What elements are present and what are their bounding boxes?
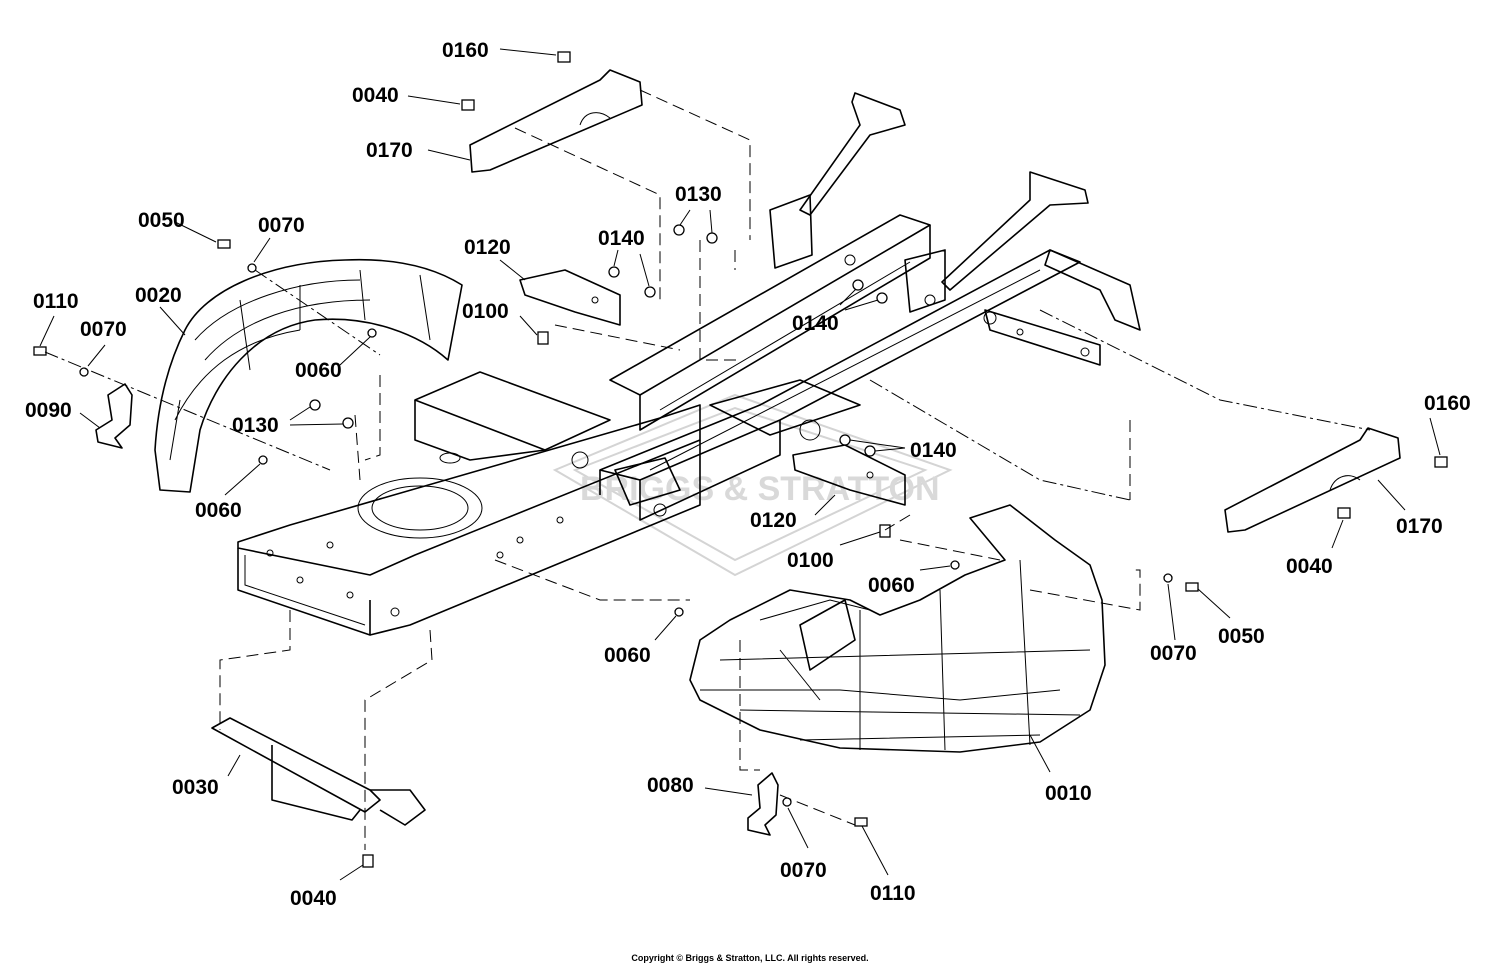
nut-0060-b	[258, 455, 268, 465]
callout-0170-left: 0170	[366, 139, 413, 162]
bolt-0160-top	[557, 51, 571, 63]
callout-0100-left: 0100	[462, 300, 509, 323]
nut-0060-a	[367, 328, 377, 338]
bolt-0040-right	[1337, 507, 1351, 519]
washer-0070-c	[1163, 573, 1173, 583]
callout-0070-a: 0070	[258, 214, 305, 237]
callout-0140-top: 0140	[598, 227, 645, 250]
pin-0130-a	[309, 399, 321, 411]
clip-0100-a	[537, 331, 549, 345]
frame-assembly	[237, 92, 1141, 636]
right-fender	[689, 504, 1106, 753]
callout-0050-right: 0050	[1218, 625, 1265, 648]
callout-0070-d: 0070	[780, 859, 827, 882]
bolt-0050-right	[1185, 582, 1199, 592]
bolt-0160-right	[1434, 456, 1448, 468]
nut-0140-a	[608, 266, 620, 278]
clip-0100-b	[879, 524, 891, 538]
bolt-0110-bottom	[854, 817, 868, 827]
left-fender	[154, 258, 463, 493]
watermark-text: BRIGGS & STRATTON	[580, 470, 940, 508]
pin-0130-c	[673, 224, 685, 236]
leader-lines	[39, 48, 1441, 881]
callout-0020: 0020	[135, 284, 182, 307]
callout-0160-top: 0160	[442, 39, 489, 62]
washer-0070-b	[79, 367, 89, 377]
heat-shield-right	[1224, 427, 1401, 533]
callout-0110-bottom: 0110	[870, 882, 916, 905]
callout-0120-left: 0120	[464, 236, 511, 259]
bolt-0110-left	[33, 346, 47, 356]
callout-0050-left: 0050	[138, 209, 185, 232]
splash-guard	[211, 717, 426, 826]
callout-0130-a: 0130	[232, 414, 279, 437]
callout-0040-top: 0040	[352, 84, 399, 107]
callout-0060-a: 0060	[295, 359, 342, 382]
callout-0140-mid: 0140	[792, 312, 839, 335]
bolt-0040-top	[461, 99, 475, 111]
bracket-0080	[747, 772, 779, 836]
nut-0140-b	[644, 286, 656, 298]
callout-0040-bottom: 0040	[290, 887, 337, 910]
callout-0100-right: 0100	[787, 549, 834, 572]
callout-0060-c: 0060	[868, 574, 915, 597]
callout-0070-c: 0070	[1150, 642, 1197, 665]
callout-0130-top: 0130	[675, 183, 722, 206]
nut-0140-f	[864, 445, 876, 457]
callout-0010: 0010	[1045, 782, 1092, 805]
callout-0040-right: 0040	[1286, 555, 1333, 578]
callout-0060-b: 0060	[195, 499, 242, 522]
bolt-0050-left	[217, 239, 231, 249]
copyright-notice: Copyright © Briggs & Stratton, LLC. All …	[631, 953, 869, 963]
bolt-0040-bottom	[362, 854, 374, 868]
callout-0060-d: 0060	[604, 644, 651, 667]
callout-0120-right: 0120	[750, 509, 797, 532]
pin-0130-b	[342, 417, 354, 429]
nut-0060-c	[950, 560, 960, 570]
nut-0140-c	[852, 279, 864, 291]
assembly-lines	[44, 89, 1371, 850]
pin-0130-d	[706, 232, 718, 244]
callouts: 0160 0040 0170 0050 0070 0110 0020 0070 …	[25, 39, 1471, 910]
callout-0030: 0030	[172, 776, 219, 799]
callout-0160-right: 0160	[1424, 392, 1471, 415]
callout-0080: 0080	[647, 774, 694, 797]
bracket-0120-left	[519, 269, 621, 326]
heat-shield-left	[469, 69, 643, 173]
callout-0170-right: 0170	[1396, 515, 1443, 538]
nut-0060-d	[674, 607, 684, 617]
watermark-logo: BRIGGS & STRATTON	[552, 393, 953, 577]
callout-0140-right: 0140	[910, 439, 957, 462]
callout-0110-left: 0110	[33, 290, 79, 313]
nut-0140-e	[839, 434, 851, 446]
callout-0090: 0090	[25, 399, 72, 422]
callout-0070-b: 0070	[80, 318, 127, 341]
hardware	[33, 51, 1448, 868]
nut-0140-d	[876, 292, 888, 304]
bracket-0090	[95, 383, 133, 449]
washer-0070-a	[247, 263, 257, 273]
